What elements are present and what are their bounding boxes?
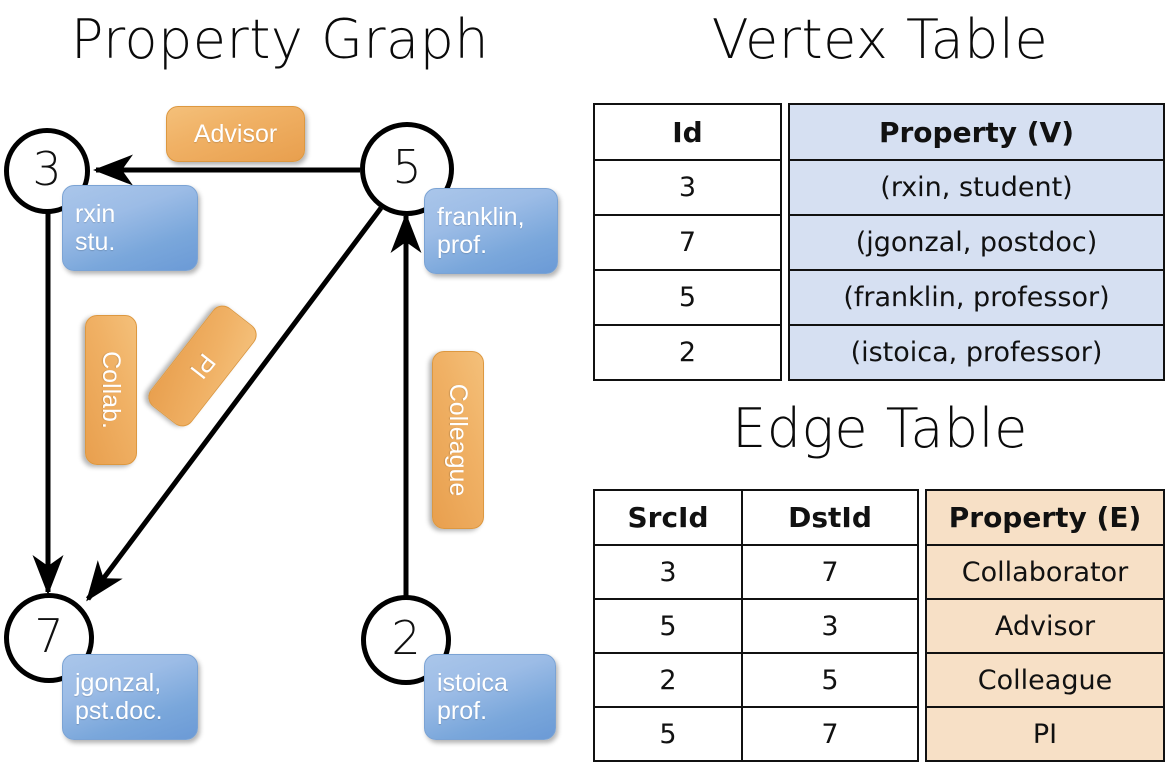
edge-cell-src: 5 [593,598,743,654]
vertex-property-box-rxin: rxin stu. [62,185,198,271]
edge-col-header-dstid: DstId [741,489,919,546]
edge-label-text: Colleague [444,383,472,497]
edge-label-box-colleague: Colleague [432,351,484,529]
vertex-cell-id: 7 [593,214,782,271]
vertex-cell-property: (jgonzal, postdoc) [788,214,1165,271]
edge-col-header-srcid: SrcId [593,489,743,546]
edge-label-text: Advisor [193,120,278,148]
edge-cell-src: 3 [593,544,743,600]
vertex-property-line-2: prof. [437,697,488,725]
edge-line-pi [85,206,384,602]
edge-cell-property: PI [925,706,1165,762]
column-gap [918,707,926,761]
column-gap [781,325,789,380]
edge-cell-dst: 3 [741,598,919,654]
edge-cell-dst: 5 [741,652,919,708]
vertex-property-line-1: istoica [437,669,508,697]
graph-vertex-5-id: 5 [392,140,422,194]
edge-cell-property: Advisor [925,598,1165,654]
column-gap [781,270,789,325]
graph-edges-svg [32,154,422,636]
vertex-col-header-property: Property (V) [788,103,1165,161]
vertex-property-box-istoica: istoica prof. [424,654,556,740]
edge-cell-dst: 7 [741,544,919,600]
table-row: 3 7 Collaborator [593,544,1165,600]
edge-label-text: PI [184,348,221,384]
column-gap [918,653,926,707]
edge-cell-src: 2 [593,652,743,708]
vertex-table: Id Property (V) 3 (rxin, student) 7 (jgo… [593,103,1165,381]
graph-vertex-2-id: 2 [391,611,421,665]
edge-cell-property: Collaborator [925,544,1165,600]
column-gap [918,490,926,545]
column-gap [918,545,926,599]
edge-cell-property: Colleague [925,652,1165,708]
table-row: 3 (rxin, student) [593,159,1165,216]
edge-label-box-collab: Collab. [85,315,137,465]
vertex-property-line-1: rxin [75,200,116,228]
column-gap [781,215,789,270]
graph-vertex-5[interactable]: 5 [360,122,454,216]
table-row: 7 (jgonzal, postdoc) [593,214,1165,271]
column-gap [781,104,789,160]
vertex-cell-property: (rxin, student) [788,159,1165,216]
edge-label-box-advisor: Advisor [166,106,305,162]
vertex-property-box-jgonzal: jgonzal, pst.doc. [62,654,198,740]
vertex-cell-id: 5 [593,269,782,326]
graph-vertex-7-id: 7 [34,609,64,663]
table-row: 2 (istoica, professor) [593,324,1165,381]
vertex-cell-id: 3 [593,159,782,216]
vertex-cell-id: 2 [593,324,782,381]
vertex-cell-property: (istoica, professor) [788,324,1165,381]
vertex-col-header-id: Id [593,103,782,161]
table-header-row: Id Property (V) [593,103,1165,161]
table-row: 2 5 Colleague [593,652,1165,708]
vertex-property-line-1: franklin, [437,203,525,231]
edge-cell-src: 5 [593,706,743,762]
graph-vertex-3-id: 3 [32,142,62,196]
table-header-row: SrcId DstId Property (E) [593,489,1165,546]
table-row: 5 3 Advisor [593,598,1165,654]
vertex-cell-property: (franklin, professor) [788,269,1165,326]
edge-table: SrcId DstId Property (E) 3 7 Collaborato… [593,489,1165,762]
edge-label-text: Collab. [97,351,125,429]
table-row: 5 (franklin, professor) [593,269,1165,326]
page-title-property-graph: Property Graph [70,8,490,71]
column-gap [918,599,926,653]
vertex-property-line-2: stu. [75,228,116,256]
page-title-edge-table: Edge Table [732,397,1028,460]
vertex-property-line-1: jgonzal, [75,669,162,697]
graph-vertex-3[interactable]: 3 [4,128,90,214]
table-row: 5 7 PI [593,706,1165,762]
edge-cell-dst: 7 [741,706,919,762]
page-title-vertex-table: Vertex Table [711,8,1049,71]
edge-col-header-property: Property (E) [925,489,1165,546]
property-graph-diagram: 3 5 7 2 rxin stu. franklin, prof. jgonza… [0,80,580,760]
vertex-property-box-franklin: franklin, prof. [424,188,558,274]
vertex-property-line-2: pst.doc. [75,697,163,725]
vertex-property-line-2: prof. [437,231,488,259]
column-gap [781,160,789,215]
